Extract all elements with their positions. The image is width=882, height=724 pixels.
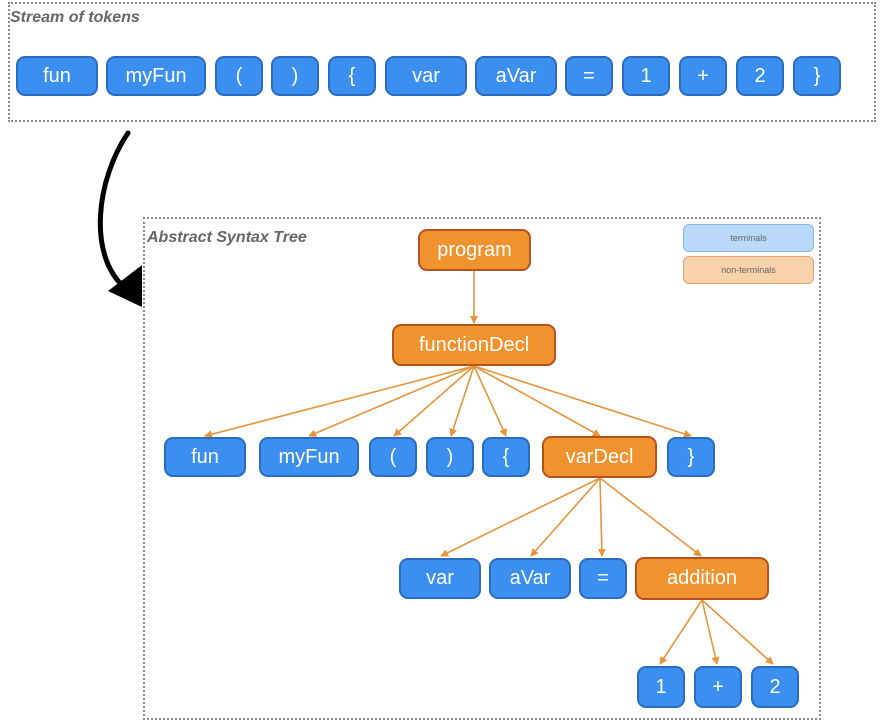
- ast-title: Abstract Syntax Tree: [147, 229, 307, 246]
- stream-token: 1: [622, 56, 670, 96]
- stream-token: 2: [736, 56, 784, 96]
- node-avar: aVar: [489, 558, 571, 599]
- node-fun: fun: [164, 437, 246, 477]
- node-myfun: myFun: [259, 437, 359, 477]
- node-two: 2: [751, 666, 799, 708]
- stream-token: {: [328, 56, 376, 96]
- stream-token: +: [679, 56, 727, 96]
- node-addition: addition: [635, 557, 769, 600]
- stream-token: aVar: [475, 56, 557, 96]
- stream-token: =: [565, 56, 613, 96]
- node-lbrace: {: [482, 437, 530, 477]
- legend-terminals: terminals: [683, 224, 814, 252]
- node-program: program: [418, 229, 531, 271]
- stream-token: fun: [16, 56, 98, 96]
- node-rbrace: }: [667, 437, 715, 477]
- legend-nonterminals: non-terminals: [683, 256, 814, 284]
- node-vardecl: varDecl: [542, 436, 657, 478]
- node-eq: =: [579, 558, 627, 599]
- stream-token: myFun: [106, 56, 206, 96]
- node-plus: +: [694, 666, 742, 708]
- stream-token: }: [793, 56, 841, 96]
- node-one: 1: [637, 666, 685, 708]
- node-rparen: ): [426, 437, 474, 477]
- stream-title: Stream of tokens: [10, 9, 140, 26]
- stream-token: var: [385, 56, 467, 96]
- ast-panel: [143, 217, 821, 720]
- node-functiondecl: functionDecl: [392, 324, 556, 366]
- stream-token: (: [215, 56, 263, 96]
- transform-arrow: [97, 130, 142, 307]
- stream-panel: [8, 2, 876, 122]
- node-var: var: [399, 558, 481, 599]
- node-lparen: (: [369, 437, 417, 477]
- stream-token: ): [271, 56, 319, 96]
